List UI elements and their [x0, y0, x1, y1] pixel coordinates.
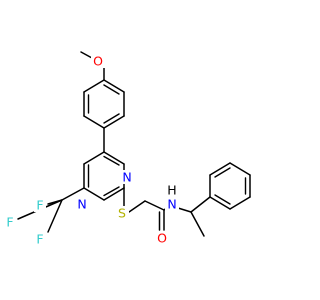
bond-c6-cf3 [61, 187, 85, 201]
svg-text:F: F [36, 198, 43, 213]
bond-ph-b [209, 162, 231, 176]
svg-text:F: F [6, 215, 13, 230]
svg-text:N: N [77, 197, 86, 212]
bond-ring1-c [83, 115, 105, 129]
bond-pyr-c2-n1 [103, 187, 125, 201]
bond-ring1-inner-3 [103, 84, 120, 95]
atom-label-n-amide: N [165, 197, 179, 212]
atom-label-f-1: F [34, 198, 46, 213]
bond-ring1-a [83, 79, 105, 93]
bond-pyr-inner-2 [103, 186, 120, 197]
bond-ring1-inner-2 [103, 113, 120, 124]
bond-ring1-d [103, 115, 125, 129]
atom-label-o-ether: O [91, 54, 105, 69]
bond-pyr-c4-n3 [103, 151, 125, 165]
bond-ch-methyl [190, 211, 205, 237]
bond-methyl-o [80, 51, 93, 59]
atom-label-s-thioether: S [115, 206, 129, 221]
bond-ch-phenyl [190, 196, 211, 213]
atom-label-n-ring-bottom: N [75, 197, 89, 212]
bond-ph-f [209, 196, 231, 210]
bond-lines [17, 51, 251, 237]
bond-pyr-n1-c6 [83, 187, 105, 201]
svg-text:N: N [167, 197, 176, 212]
atom-label-o-carbonyl: O [155, 231, 169, 246]
atom-label-n-ring-top: N [120, 170, 134, 185]
bond-ph-e [229, 196, 251, 210]
svg-text:O: O [93, 54, 103, 69]
bond-ph-inner-1 [214, 167, 231, 178]
bond-ph-c [229, 162, 251, 176]
bond-n-ch [177, 207, 192, 213]
svg-text:F: F [36, 232, 43, 247]
bond-ph-inner-3 [214, 194, 231, 205]
bond-ch2-co [144, 200, 165, 211]
bond-pyr-inner-1 [103, 155, 120, 166]
bond-ring1-f [103, 79, 125, 93]
svg-text:N: N [122, 170, 131, 185]
molecule-structure-drawing: O F F F N N S N [4, 51, 251, 247]
svg-text:H: H [167, 183, 176, 198]
svg-text:S: S [118, 206, 126, 221]
bond-pyr-c5-c4 [83, 151, 105, 165]
atom-label-f-2: F [4, 215, 16, 230]
bond-s-ch2 [128, 200, 146, 213]
atom-label-f-3: F [34, 232, 46, 247]
bond-cf3-f3 [47, 199, 63, 233]
atom-label-h-amide: H [165, 183, 179, 198]
svg-text:O: O [157, 231, 167, 246]
